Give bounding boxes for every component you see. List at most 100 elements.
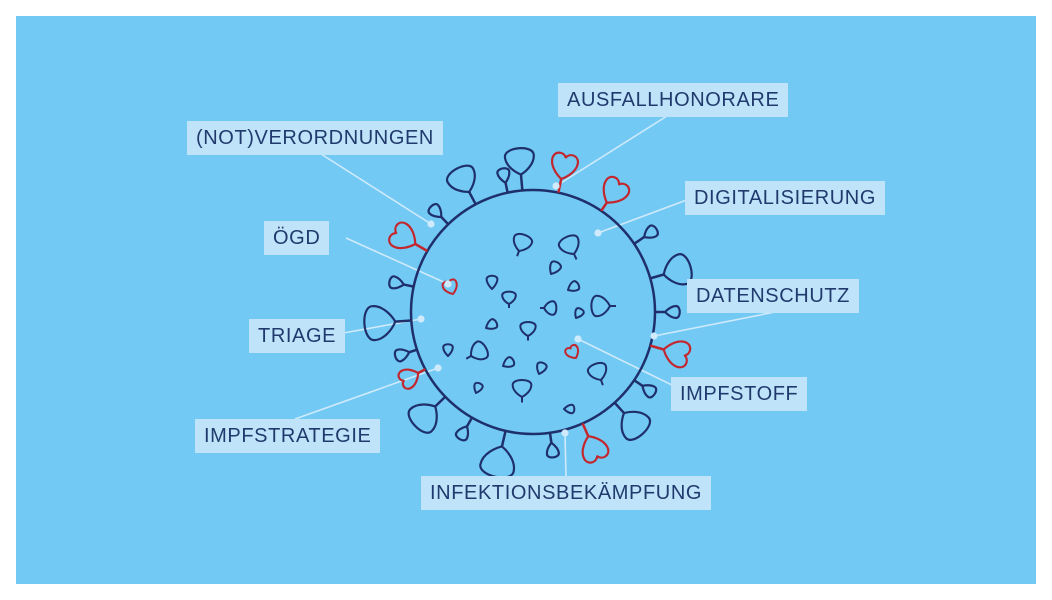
virus-spike: [649, 253, 693, 286]
highlighted-spike: [397, 368, 426, 390]
spike-head: [479, 445, 516, 479]
protein-head: [563, 403, 576, 415]
virus-illustration-icon: [363, 147, 693, 479]
spike-stem: [414, 242, 428, 253]
inner-protein: [502, 356, 516, 368]
spike-head: [388, 221, 417, 250]
label-impfstrategie: IMPFSTRATEGIE: [195, 419, 381, 453]
protein-head: [564, 343, 580, 359]
spike-stem: [557, 178, 563, 193]
spike-head: [620, 410, 652, 441]
highlighted-spike: [581, 422, 610, 464]
protein-head: [519, 321, 537, 337]
virus-spike: [363, 305, 412, 342]
connector-dots: [417, 182, 658, 437]
protein-head: [557, 234, 580, 255]
protein-stem: [573, 253, 578, 260]
spike-head: [496, 167, 511, 184]
virus-spike: [446, 164, 477, 205]
spike-stem: [395, 319, 412, 323]
virus-spike: [503, 147, 535, 191]
label-ausfallhonorare: AUSFALLHONORARE: [558, 83, 789, 117]
inner-protein: [563, 403, 576, 415]
protein-head: [590, 294, 611, 318]
inner-protein: [501, 290, 517, 308]
spike-stem: [408, 348, 418, 354]
highlighted-inner-protein: [441, 278, 458, 295]
spike-head: [550, 151, 580, 181]
spike-stem: [548, 432, 553, 443]
inner-protein: [442, 343, 454, 357]
connector-infektionsbekaempfung-dot: [561, 429, 569, 437]
virus-body: [409, 188, 657, 436]
inner-protein: [511, 378, 533, 403]
highlighted-inner-protein: [564, 343, 580, 359]
label-triage: TRIAGE: [249, 319, 346, 353]
spike-stem: [581, 422, 590, 437]
label-not-verordnungen: (NOT)VERORDNUNGEN: [187, 121, 443, 155]
connector-impfstoff: [577, 338, 679, 389]
label-infektionsbekaempfung: INFEKTIONSBEKÄMPFUNG: [421, 476, 712, 510]
spike-head: [454, 425, 470, 442]
protein-head: [567, 280, 581, 292]
spike-head: [663, 304, 681, 320]
connector-not-verordnungen-dot: [427, 220, 435, 228]
inner-protein: [540, 300, 558, 316]
connector-impfstoff-dot: [574, 335, 582, 343]
protein-head: [512, 232, 533, 252]
spike-stem: [504, 182, 509, 193]
label-datenschutz: DATENSCHUTZ: [687, 279, 860, 313]
protein-head: [543, 300, 558, 316]
inner-protein: [549, 260, 562, 275]
spike-stem: [649, 273, 665, 280]
spike-head: [427, 203, 443, 219]
virus-spike: [545, 432, 560, 459]
protein-head: [574, 307, 585, 319]
protein-head: [473, 381, 484, 394]
connector-impfstrategie: [294, 367, 439, 420]
inner-protein: [567, 280, 581, 292]
spike-stem: [500, 430, 507, 447]
virus-spike: [427, 203, 450, 226]
protein-head: [502, 356, 516, 368]
virus-spike: [613, 401, 652, 441]
connector-not-verordnungen: [320, 153, 432, 225]
connector-triage-dot: [417, 315, 425, 323]
spike-head: [388, 275, 405, 290]
protein-head: [442, 343, 454, 357]
inner-protein: [587, 361, 608, 386]
virus-spike: [454, 417, 474, 442]
spike-stem: [434, 395, 447, 408]
spike-stem: [649, 344, 665, 351]
inner-protein: [590, 294, 616, 318]
spike-stem: [600, 201, 608, 212]
connector-digitalisierung: [597, 197, 693, 234]
connector-infektionsbekaempfung: [564, 432, 567, 477]
virus-spike: [633, 224, 659, 245]
diagram-canvas: AUSFALLHONORARE (NOT)VERORDNUNGEN DIGITA…: [16, 16, 1036, 584]
inner-protein: [536, 361, 548, 375]
spike-head: [662, 253, 693, 286]
connector-ausfallhonorare: [555, 115, 668, 187]
spike-head: [503, 147, 535, 176]
spike-stem: [633, 379, 644, 387]
inner-protein: [473, 381, 484, 394]
highlighted-spike: [649, 340, 692, 369]
spike-head: [581, 435, 610, 464]
connector-lines: [294, 115, 776, 477]
spike-head: [446, 164, 476, 194]
inner-protein: [512, 232, 533, 257]
spike-stem: [417, 368, 426, 375]
spike-head: [641, 384, 658, 399]
connector-digitalisierung-dot: [594, 229, 602, 237]
protein-head: [469, 340, 489, 361]
spike-head: [642, 224, 659, 239]
protein-head: [511, 378, 533, 398]
spike-head: [662, 340, 692, 369]
highlighted-spike: [550, 151, 580, 193]
protein-head: [587, 361, 608, 381]
spike-stem: [440, 216, 450, 226]
connector-oegd: [345, 237, 449, 285]
protein-head: [536, 361, 548, 375]
connector-datenschutz: [653, 311, 776, 337]
